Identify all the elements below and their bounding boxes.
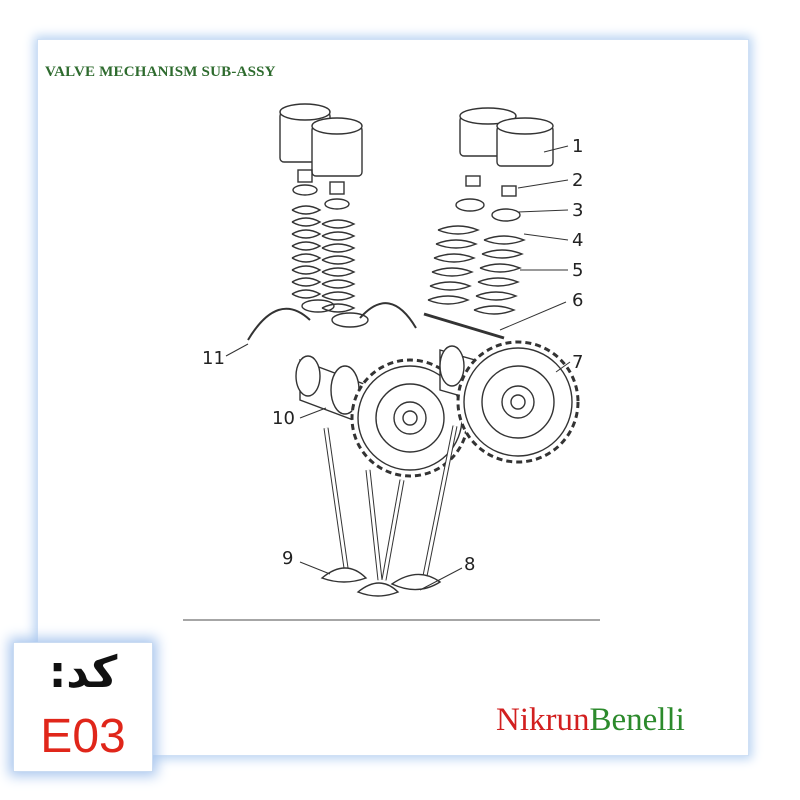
brand-logo: NikrunBenelli — [496, 702, 685, 739]
callout-4: 4 — [572, 230, 583, 251]
callout-10: 10 — [272, 408, 295, 429]
brand-part-1: Nikrun — [496, 702, 590, 738]
right-cam-sprocket — [456, 340, 580, 464]
right-bucket-tappet-2 — [496, 117, 554, 167]
callout-2: 2 — [572, 170, 583, 191]
diagram-title: VALVE MECHANISM SUB-ASSY — [45, 64, 276, 80]
callout-7: 7 — [572, 352, 583, 373]
code-label: کد: — [48, 647, 118, 698]
left-bucket-tappet-2 — [311, 117, 363, 177]
code-value: E03 — [40, 710, 126, 763]
callout-3: 3 — [572, 200, 583, 221]
valve-left-2 — [356, 469, 400, 597]
left-camshaft — [295, 355, 381, 432]
callout-1: 1 — [572, 136, 583, 157]
valve-left-1 — [320, 427, 368, 583]
right-valve-spring-2 — [473, 235, 526, 315]
callout-11: 11 — [202, 348, 225, 369]
callout-5: 5 — [572, 260, 583, 281]
valve-right-2 — [390, 425, 458, 591]
part-code-box: کد: E03 — [14, 643, 152, 771]
left-valve-spring-2 — [321, 219, 356, 313]
left-valve-spring-1 — [291, 205, 322, 299]
callout-9: 9 — [282, 548, 293, 569]
valve-right-1 — [381, 479, 405, 581]
callout-8: 8 — [464, 554, 475, 575]
brand-part-2: Benelli — [589, 702, 685, 738]
right-valve-spring-1 — [427, 225, 480, 305]
left-cam-sprocket — [350, 358, 470, 478]
callout-6: 6 — [572, 290, 583, 311]
